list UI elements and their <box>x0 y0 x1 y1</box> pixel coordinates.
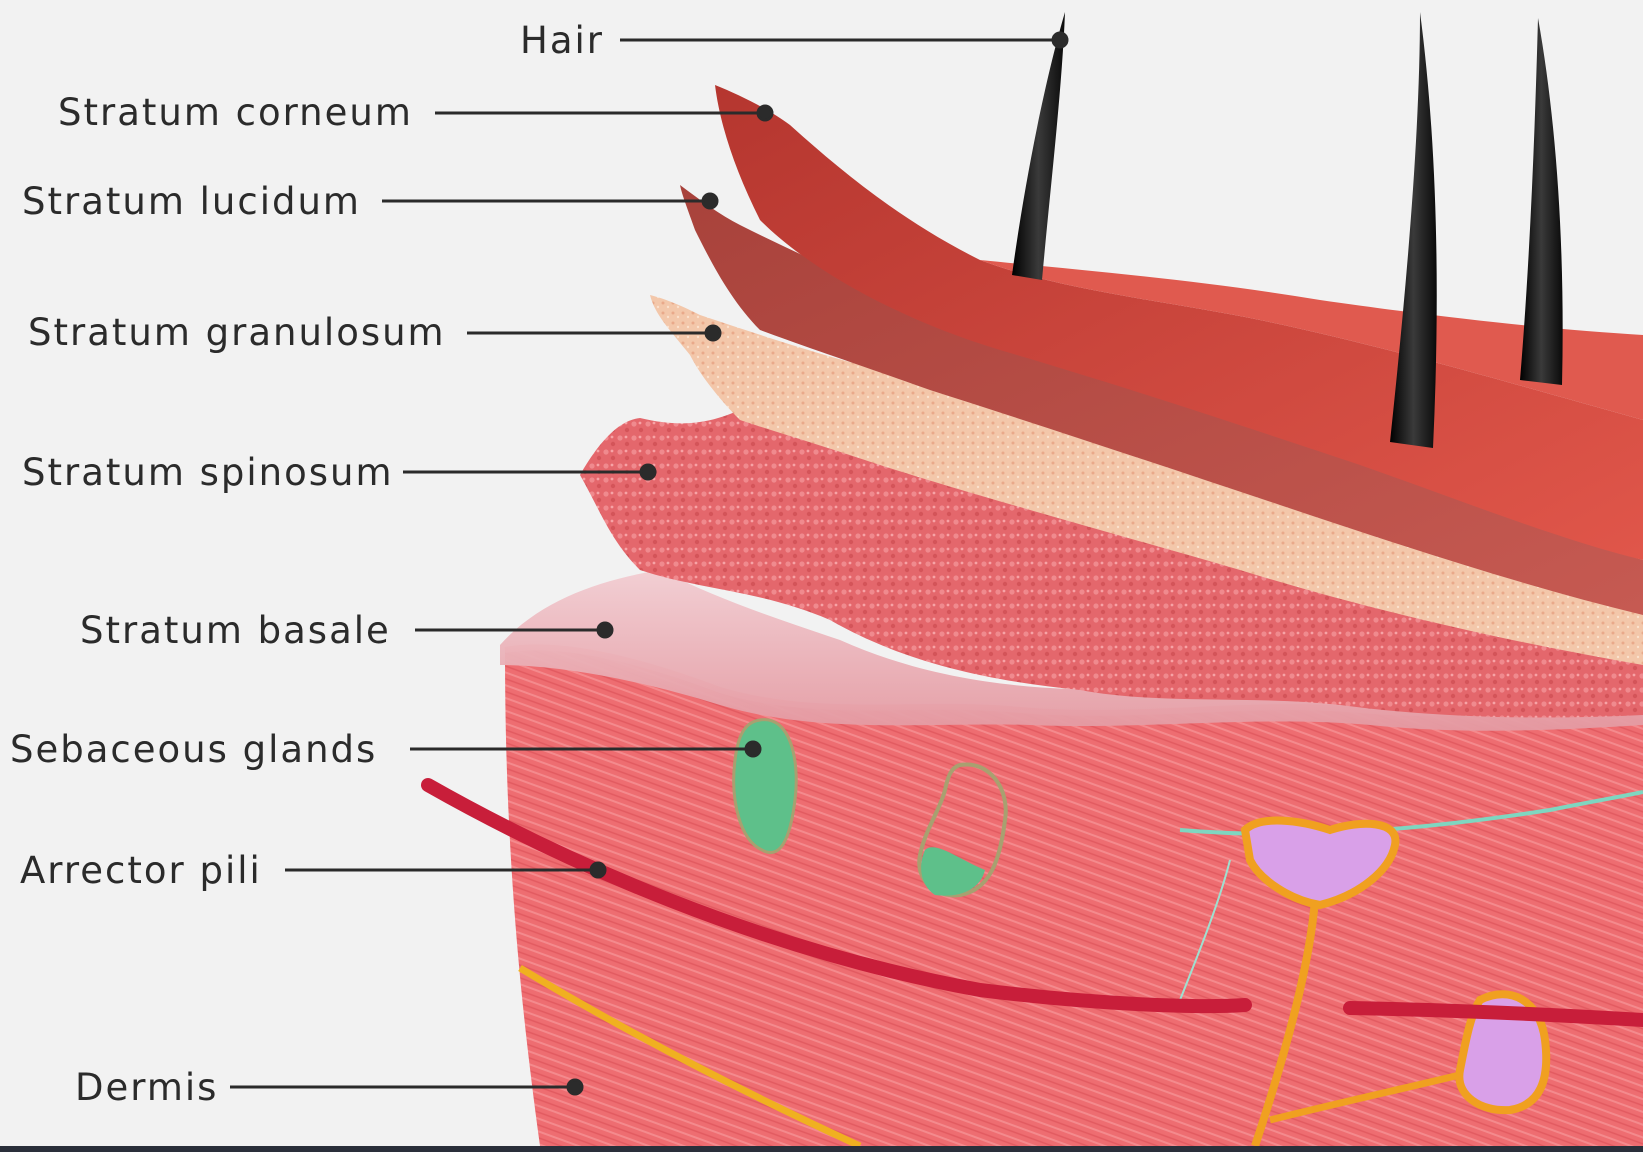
label-dermis: Dermis <box>75 1069 218 1106</box>
label-stratum-granulosum: Stratum granulosum <box>28 314 446 351</box>
label-hair: Hair <box>520 22 604 59</box>
label-stratum-lucidum: Stratum lucidum <box>22 183 361 220</box>
bottom-edge-bar <box>0 1146 1643 1152</box>
label-sebaceous-glands: Sebaceous glands <box>10 731 377 768</box>
label-stratum-spinosum: Stratum spinosum <box>22 454 394 491</box>
label-stratum-corneum: Stratum corneum <box>58 94 413 131</box>
label-stratum-basale: Stratum basale <box>80 612 391 649</box>
label-arrector-pili: Arrector pili <box>20 852 262 889</box>
